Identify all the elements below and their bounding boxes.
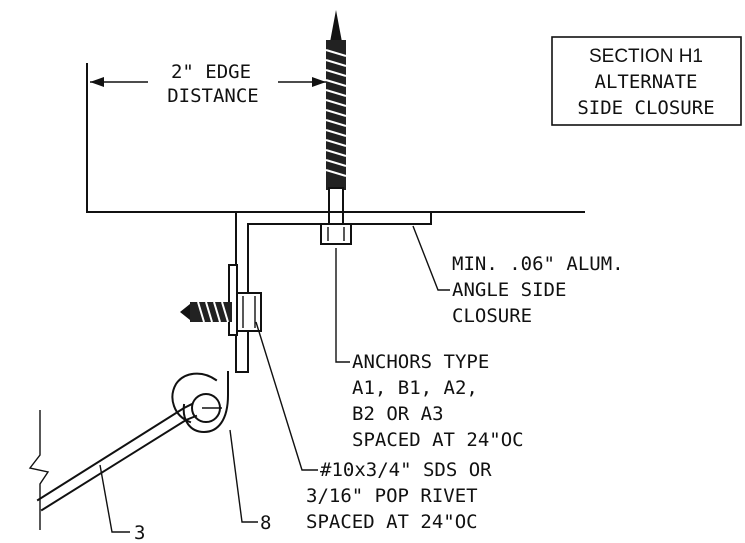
part-ref-3: 3: [134, 522, 145, 543]
callout-fastener: #10x3/4" SDS OR 3/16" POP RIVET SPACED A…: [306, 459, 492, 533]
dimension-arrow-left: [90, 77, 104, 87]
callout-fastener-line2: 3/16" POP RIVET: [306, 485, 478, 507]
callout-angle: MIN. .06" ALUM. ANGLE SIDE CLOSURE: [452, 253, 624, 327]
title-block-border: [551, 36, 742, 126]
callout-anchors: ANCHORS TYPE A1, B1, A2, B2 OR A3 SPACED…: [352, 351, 524, 451]
leader-panel-3: [99, 464, 130, 533]
panel-break-line: [28, 410, 50, 530]
clip-plate: [228, 264, 238, 336]
callout-anchors-line4: SPACED AT 24"OC: [352, 429, 524, 451]
callout-angle-line2: ANGLE SIDE: [452, 279, 566, 301]
title-block: SECTION H1 ALTERNATE SIDE CLOSURE: [551, 36, 742, 126]
dimension-label-line2: DISTANCE: [167, 85, 259, 107]
edge-distance-dimension: 2" EDGE DISTANCE: [90, 61, 326, 107]
panel-line-lower: [40, 414, 198, 512]
screw-plain-shank: [328, 187, 344, 225]
callout-fastener-line3: SPACED AT 24"OC: [306, 511, 478, 533]
clip-outer-curl: [171, 372, 218, 424]
panel-and-clip: [28, 264, 238, 530]
leader-clip-8: [229, 429, 258, 523]
title-side-closure: SIDE CLOSURE: [577, 97, 714, 119]
panel-line-upper: [36, 402, 194, 502]
callout-angle-line1: MIN. .06" ALUM.: [452, 253, 624, 275]
angle-side-closure: [235, 211, 432, 373]
screw-hex-head: [320, 223, 352, 245]
callout-angle-line3: CLOSURE: [452, 305, 532, 327]
sds-screw: [180, 292, 262, 332]
anchor-screw: [320, 10, 352, 245]
screw-tip: [330, 10, 342, 42]
leader-angle: [412, 225, 450, 291]
dimension-label-line1: 2" EDGE: [171, 61, 251, 83]
callout-anchors-line2: A1, B1, A2,: [352, 377, 478, 399]
angle-profile: [235, 211, 432, 373]
leader-anchor: [335, 248, 350, 363]
dimension-arrow-right: [312, 77, 326, 87]
leader-fastener: [255, 321, 318, 471]
part-ref-8: 8: [260, 512, 271, 534]
leader-lines: [99, 225, 450, 533]
title-alternate: ALTERNATE: [595, 71, 698, 93]
callout-fastener-line1: #10x3/4" SDS OR: [320, 459, 492, 481]
title-section-name: SECTION H1: [589, 46, 703, 67]
callout-anchors-line3: B2 OR A3: [352, 403, 444, 425]
sds-tip: [180, 304, 190, 320]
clip-hook: [182, 371, 229, 434]
callout-anchors-line1: ANCHORS TYPE: [352, 351, 489, 373]
